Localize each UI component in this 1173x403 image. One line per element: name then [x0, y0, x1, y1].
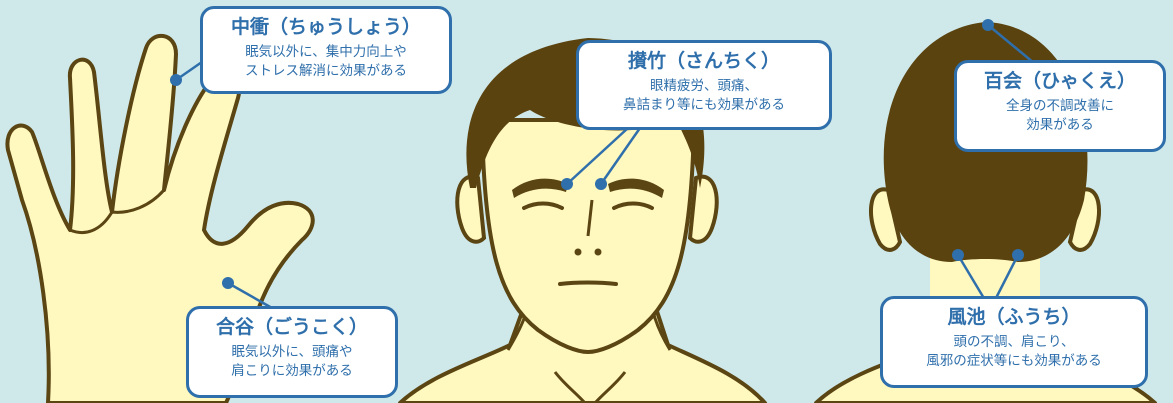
sanchiku-desc-line-1: 眼精疲労、頭痛、: [650, 78, 758, 94]
chushou-point-dot: [170, 74, 182, 86]
sanchiku-description: 眼精疲労、頭痛、 鼻詰まり等にも効果がある: [579, 77, 829, 115]
hyakue-point-dot: [982, 19, 994, 31]
chushou-description: 眠気以外に、集中力向上や ストレス解消に効果がある: [203, 43, 449, 81]
chushou-title: 中衝（ちゅうしょう）: [230, 16, 421, 38]
connector-lines: [175, 24, 1041, 310]
fuuchi-callout: 風池（ふうち） 頭の不調、肩こり、 風邪の症状等にも効果がある: [880, 296, 1148, 388]
fuuchi-left-point-dot: [952, 249, 964, 261]
face-illustration: [398, 38, 767, 403]
sanchiku-right-point-dot: [595, 178, 607, 190]
sanchiku-title: 攅竹（さんちく）: [627, 50, 780, 72]
goukoku-title: 合谷（ごうこく）: [215, 316, 368, 338]
hyakue-description: 全身の不調改善に 効果がある: [957, 97, 1163, 135]
fuuchi-desc-line-2: 風邪の症状等にも効果がある: [926, 353, 1102, 369]
hyakue-desc-line-1: 全身の不調改善に: [1006, 98, 1114, 114]
fuuchi-right-point-dot: [1012, 249, 1024, 261]
chushou-desc-line-1: 眠気以外に、集中力向上や: [245, 44, 407, 60]
acupoint-markers: [170, 19, 1024, 289]
goukoku-desc-line-2: 肩こりに効果がある: [231, 363, 353, 379]
chushou-callout: 中衝（ちゅうしょう） 眠気以外に、集中力向上や ストレス解消に効果がある: [200, 6, 452, 94]
fuuchi-description: 頭の不調、肩こり、 風邪の症状等にも効果がある: [883, 333, 1145, 371]
goukoku-callout: 合谷（ごうこく） 眠気以外に、頭痛や 肩こりに効果がある: [186, 306, 398, 398]
fuuchi-title: 風池（ふうち）: [947, 306, 1081, 328]
chushou-desc-line-2: ストレス解消に効果がある: [245, 63, 407, 79]
sanchiku-desc-line-2: 鼻詰まり等にも効果がある: [623, 97, 785, 113]
hyakue-callout: 百会（ひゃくえ） 全身の不調改善に 効果がある: [954, 60, 1166, 152]
goukoku-point-dot: [222, 277, 234, 289]
fuuchi-desc-line-1: 頭の不調、肩こり、: [953, 334, 1075, 350]
hyakue-title: 百会（ひゃくえ）: [983, 70, 1136, 92]
hyakue-desc-line-2: 効果がある: [1026, 117, 1094, 133]
goukoku-desc-line-1: 眠気以外に、頭痛や: [231, 344, 353, 360]
sanchiku-callout: 攅竹（さんちく） 眼精疲労、頭痛、 鼻詰まり等にも効果がある: [576, 40, 832, 130]
sanchiku-left-point-dot: [561, 178, 573, 190]
goukoku-description: 眠気以外に、頭痛や 肩こりに効果がある: [189, 343, 395, 381]
